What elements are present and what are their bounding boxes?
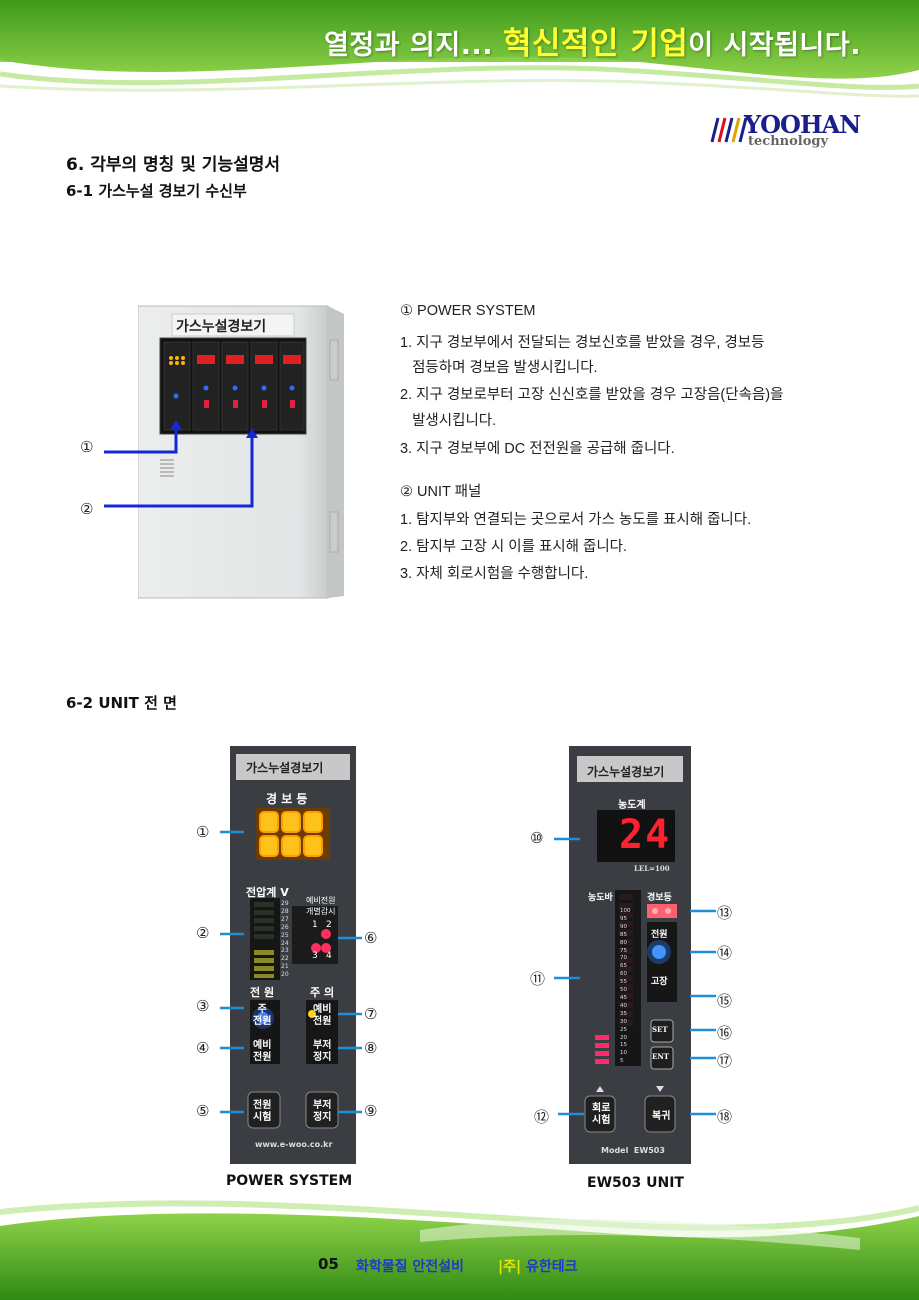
header-banner: [0, 0, 919, 98]
power-item: 1. 지구 경보부에서 전달되는 경보신호를 받았을 경우, 경보등: [400, 335, 765, 351]
subsection-receiver: 6-1 가스누설 경보기 수신부: [66, 182, 247, 200]
callout-16: ⑯: [717, 1024, 733, 1042]
cabinet-label: 가스누설경보기: [176, 319, 267, 335]
power-header: 전 원: [250, 986, 275, 999]
alarm-light-label: 경 보 등: [266, 792, 308, 806]
section-title: 6. 각부의 명칭 및 기능설명서: [66, 155, 281, 175]
callout-18: ⑱: [717, 1108, 733, 1126]
individual-monitor-label: 개별감시: [306, 907, 336, 916]
callout-1: ①: [196, 823, 210, 841]
circuit-test-button[interactable]: 회로 시험: [592, 1103, 611, 1126]
backup-power-label: 예비 전원: [253, 1040, 272, 1063]
callout-4: ④: [196, 1039, 210, 1057]
callout-2: ②: [80, 500, 94, 518]
power-system-heading: ① POWER SYSTEM: [400, 303, 536, 319]
banner-slogan: 열정과 의지... 혁신적인 기업이 시작됩니다.: [324, 26, 861, 62]
aux-num: 4: [326, 951, 332, 961]
unit-item: 1. 탐지부와 연결되는 곳으로서 가스 농도를 표시해 줍니다.: [400, 512, 752, 528]
unit-item: 3. 자체 회로시험을 수행합니다.: [400, 566, 589, 582]
footer-text: 화학물질 안전설비: [356, 1259, 464, 1275]
power-item: 2. 지구 경보로부터 고장 신신호를 받았을 경우 고장음(단속음)을: [400, 387, 784, 403]
power-callout-lines: [220, 830, 362, 1114]
page-number: 05: [318, 1255, 339, 1273]
set-button[interactable]: SET: [652, 1025, 668, 1034]
callout-11: ⑪: [530, 970, 546, 988]
lel-label: LEL=100: [634, 864, 670, 873]
panel-url: www.e-woo.co.kr: [255, 1140, 333, 1149]
power-system-panel: [230, 746, 356, 1164]
alarm-lamp-label: 경보등: [647, 893, 672, 903]
callout-arrows: [104, 420, 258, 508]
concentration-meter-label: 농도계: [618, 800, 646, 811]
concentration-bar-label: 농도바: [588, 893, 613, 903]
callout-5: ⑤: [196, 1102, 210, 1120]
reset-button[interactable]: 복귀: [652, 1111, 671, 1122]
unit-item: 2. 탐지부 고장 시 이를 표시해 줍니다.: [400, 539, 628, 555]
logo-wordmark: YOOHAN: [744, 110, 861, 139]
callout-14: ⑭: [717, 944, 733, 962]
power-system-caption: POWER SYSTEM: [226, 1173, 353, 1189]
buzzer-stop-button[interactable]: 부저 정지: [313, 1100, 332, 1123]
callout-9: ⑨: [364, 1102, 378, 1120]
aux-power-label: 예비전원: [306, 896, 336, 905]
power-panel-title: 가스누설경보기: [246, 761, 324, 775]
company-bar: |주|: [498, 1259, 522, 1275]
callout-13: ⑬: [717, 904, 733, 922]
caution-header: 주 의: [310, 986, 335, 999]
ent-button[interactable]: ENT: [652, 1052, 669, 1061]
unit-panel-title: 가스누설경보기: [587, 765, 665, 779]
callout-10: ⑩: [530, 829, 544, 847]
aux-num: 2: [326, 920, 332, 930]
banner-highlight: 혁신적인 기업: [502, 26, 689, 62]
callout-17: ⑰: [717, 1052, 733, 1070]
ew503-unit-panel: [569, 746, 691, 1164]
model-label: Model EW503: [601, 1146, 665, 1155]
callout-3: ③: [196, 997, 210, 1015]
company-logo-stripes: [710, 117, 748, 143]
callout-12: ⑫: [534, 1108, 550, 1126]
power-test-button[interactable]: 전원 시험: [253, 1100, 272, 1123]
fault-led-label: 고장: [651, 977, 668, 987]
power-item: 3. 지구 경보부에 DC 전전원을 공급해 줍니다.: [400, 441, 675, 457]
power-item: 점등하며 경보음 발생시킵니다.: [400, 360, 598, 376]
callout-6: ⑥: [364, 929, 378, 947]
company-name: 유한테크: [525, 1259, 578, 1275]
aux-num: 3: [312, 951, 318, 961]
callout-1: ①: [80, 438, 94, 456]
callout-2: ②: [196, 924, 210, 942]
logo-subtitle: technology: [748, 134, 829, 149]
footer-company: |주| 유한테크: [498, 1256, 578, 1276]
footer-banner: [0, 1200, 919, 1300]
callout-8: ⑧: [364, 1039, 378, 1057]
subsection-unit-front: 6-2 UNIT 전 면: [66, 694, 177, 712]
ew503-caption: EW503 UNIT: [587, 1175, 684, 1191]
power-led-label: 전원: [651, 930, 668, 940]
unit-callout-lines: [554, 837, 716, 1116]
callout-7: ⑦: [364, 1005, 378, 1023]
buzzer-stop-label: 부저 정지: [313, 1040, 332, 1063]
caution-backup-label: 예비 전원: [313, 1004, 332, 1027]
voltmeter-label: 전압계 V: [246, 886, 289, 899]
power-item: 발생시킵니다.: [400, 413, 497, 429]
callout-15: ⑮: [717, 992, 733, 1010]
main-power-label: 주 전원: [253, 1004, 272, 1027]
aux-num: 1: [312, 920, 318, 930]
unit-panel-heading: ② UNIT 패널: [400, 484, 482, 500]
concentration-value: 24: [619, 812, 672, 858]
